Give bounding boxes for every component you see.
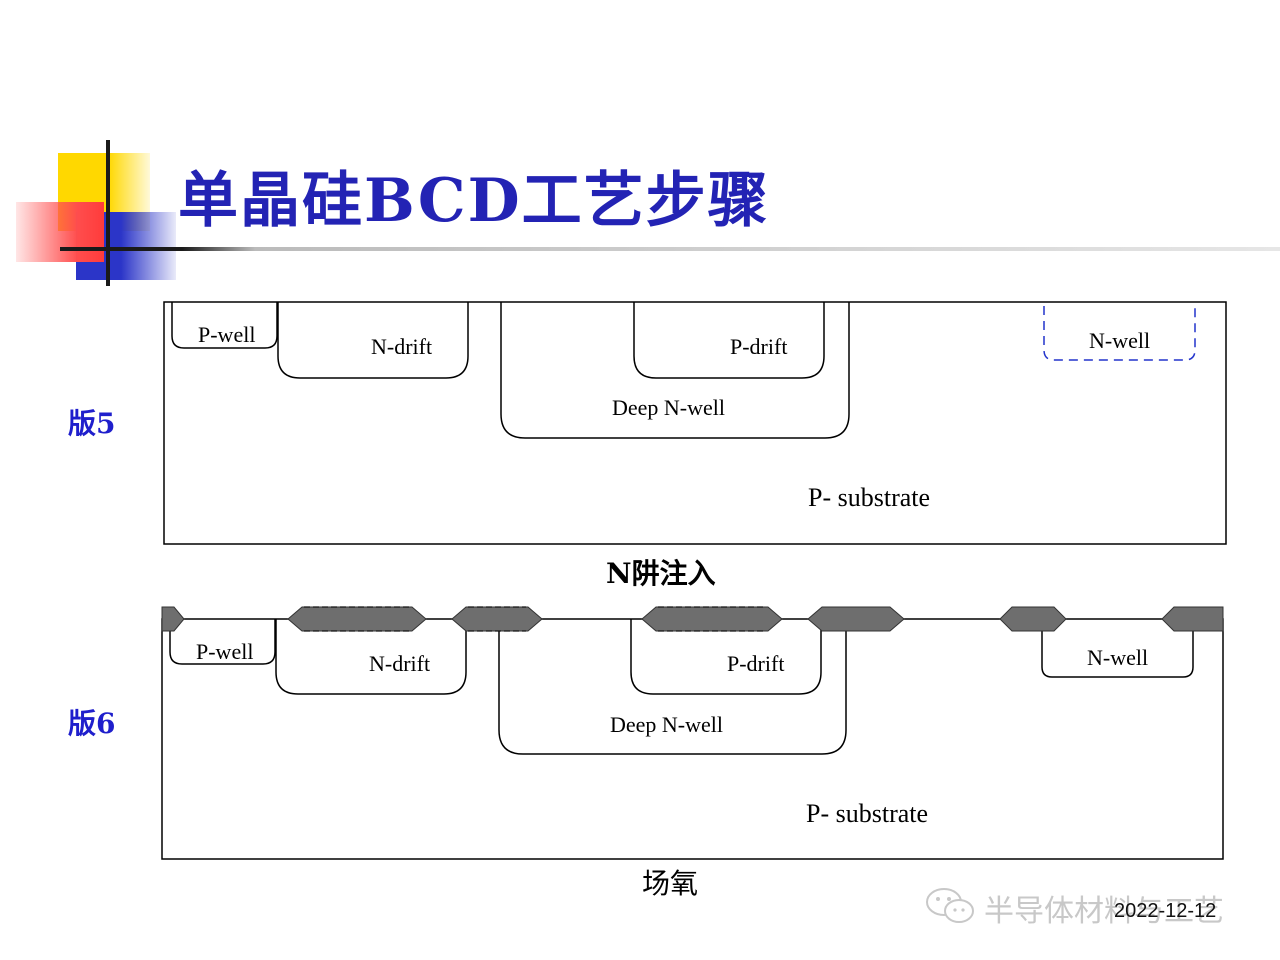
- plate5-deep-nwell-outline: [500, 302, 850, 439]
- plate6-substrate-label: P- substrate: [806, 799, 928, 828]
- plate6-deep-nwell-outline: [498, 619, 847, 755]
- field-oxide-4: [641, 606, 783, 632]
- slide-title: 单晶硅BCD工艺步骤: [178, 166, 770, 236]
- decor-vertical-line: [106, 140, 110, 286]
- plate6-label: 版6: [68, 707, 116, 740]
- plate5-nwell-label: N-well: [1089, 328, 1150, 353]
- field-oxide-2: [287, 606, 427, 632]
- plate6-deep-nwell-label: Deep N-well: [610, 712, 723, 737]
- plate5-substrate-outline: [163, 301, 1227, 545]
- plate6-nwell-outline: [1041, 619, 1194, 678]
- field-oxide-3: [451, 606, 543, 632]
- field-oxide-6: [999, 606, 1067, 632]
- plate6-pwell-label: P-well: [196, 639, 253, 664]
- field-oxide-5: [807, 606, 905, 632]
- plate5-pwell-label: P-well: [198, 322, 255, 347]
- plate6-pdrift-outline: [630, 619, 822, 695]
- plate6-ndrift-label: N-drift: [369, 651, 430, 676]
- plate6-substrate-outline: [161, 618, 1224, 860]
- plate5-ndrift-label: N-drift: [371, 334, 432, 359]
- plate5-nwell-mask-outline: [1043, 306, 1196, 361]
- plate5-pdrift-label: P-drift: [730, 334, 787, 359]
- plate5-substrate-label: P- substrate: [808, 483, 930, 512]
- plate5-caption: N阱注入: [606, 557, 716, 590]
- plate5-pwell-outline: [171, 302, 278, 349]
- plate6-ndrift-outline: [275, 619, 467, 695]
- watermark-text: 半导体材料与工艺: [984, 894, 1224, 929]
- plate6-pwell-outline: [169, 619, 276, 665]
- plate6-pdrift-label: P-drift: [727, 651, 784, 676]
- title-underline: [60, 247, 1280, 251]
- wechat-icon: [926, 888, 974, 923]
- plate5-label: 版5: [68, 407, 116, 440]
- plate5-ndrift-outline: [277, 302, 469, 379]
- plate5-pdrift-outline: [633, 302, 825, 379]
- field-oxide-1: [161, 606, 185, 632]
- plate5-deep-nwell-label: Deep N-well: [612, 395, 725, 420]
- field-oxide-7: [1161, 606, 1224, 632]
- plate6-caption: 场氧: [642, 867, 699, 900]
- watermark: 半导体材料与工艺 2022-12-12: [924, 884, 1264, 929]
- plate6-nwell-label: N-well: [1087, 645, 1148, 670]
- decor-red-square: [16, 202, 104, 262]
- slide-date: 2022-12-12: [1114, 900, 1217, 922]
